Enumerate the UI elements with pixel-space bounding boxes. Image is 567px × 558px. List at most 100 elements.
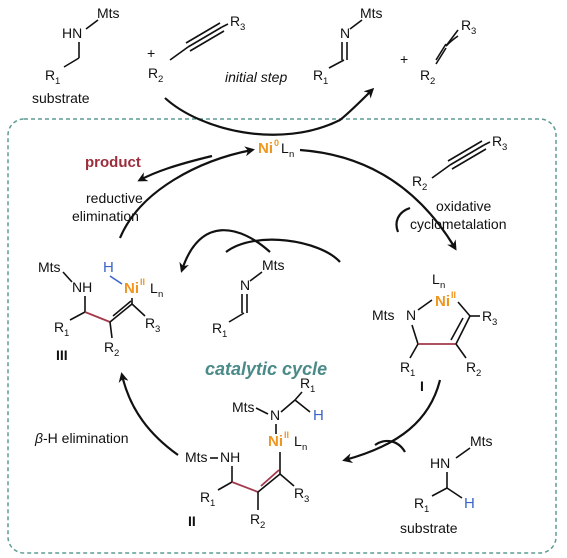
svg-text:R: R: [145, 315, 155, 331]
svg-text:R: R: [250, 511, 260, 527]
catalytic-cycle-title: catalytic cycle: [205, 359, 327, 379]
svg-text:R: R: [212, 320, 222, 336]
svg-text:1: 1: [222, 329, 227, 340]
svg-text:0: 0: [274, 138, 279, 148]
svg-text:Mts: Mts: [360, 5, 383, 21]
intermediate-II: Mts N R 1 H Ni II L n Mts NH R 1 R 3 R 2…: [185, 375, 324, 531]
product-label: product: [85, 154, 141, 171]
reductive-label-2: elimination: [72, 208, 139, 224]
svg-text:R: R: [200, 489, 210, 505]
svg-text:1: 1: [210, 498, 215, 509]
svg-text:NH: NH: [72, 279, 92, 295]
arrow-I-to-II: [342, 379, 442, 463]
arrow-alkyne-in: [395, 206, 411, 233]
svg-text:Ni: Ni: [124, 280, 139, 297]
svg-text:2: 2: [158, 74, 163, 85]
svg-text:1: 1: [424, 504, 429, 515]
svg-text:Ni: Ni: [258, 140, 273, 157]
alkyne-right: R 3 R 2: [412, 133, 507, 193]
svg-text:R: R: [313, 67, 323, 83]
svg-text:Mts: Mts: [232, 399, 255, 415]
svg-text:2: 2: [430, 76, 435, 87]
arrow-substrate-in: [374, 439, 406, 453]
svg-text:3: 3: [240, 22, 245, 33]
svg-text:Ni: Ni: [268, 433, 283, 450]
svg-text:Mts: Mts: [470, 433, 493, 449]
svg-text:1: 1: [310, 384, 315, 395]
svg-text:R: R: [300, 375, 310, 391]
svg-text:R: R: [148, 65, 158, 81]
r1-label: R: [45, 67, 55, 83]
alkene-product-top: R 3 R 2: [420, 17, 476, 87]
svg-text:R: R: [414, 495, 424, 511]
svg-text:1: 1: [323, 76, 328, 87]
svg-text:3: 3: [471, 26, 476, 37]
plus-sign: +: [147, 45, 155, 61]
plus-sign-2: +: [400, 51, 408, 67]
imine-intermediate: Mts N R 1: [212, 257, 285, 340]
svg-text:n: n: [440, 280, 445, 291]
intermediate-I: L n Ni II Mts N R 3 R 1 R 2 I: [372, 271, 497, 394]
svg-text:1: 1: [55, 76, 60, 87]
svg-text:Mts: Mts: [262, 257, 285, 273]
svg-text:II: II: [284, 430, 289, 440]
arrow-ni0-to-I: [299, 148, 457, 251]
svg-text:N: N: [270, 407, 280, 423]
label-I: I: [420, 378, 424, 394]
substrate-amine-bottom: Mts HN R 1 H substrate: [400, 433, 493, 536]
initial-step-label: initial step: [225, 69, 287, 85]
svg-text:NH: NH: [220, 449, 240, 465]
svg-text:L: L: [281, 140, 289, 156]
svg-text:Mts: Mts: [372, 307, 395, 323]
alkyne-top: R 3 R 2: [148, 13, 245, 85]
svg-text:R: R: [294, 485, 304, 501]
svg-text:Mts: Mts: [38, 259, 61, 275]
svg-text:H: H: [313, 407, 324, 424]
cycle-frame: [7, 118, 557, 554]
mts-label: Mts: [97, 5, 120, 21]
reductive-label-1: reductive: [86, 190, 143, 206]
svg-text:N: N: [406, 307, 416, 323]
svg-text:N: N: [240, 277, 250, 293]
svg-text:Ni: Ni: [435, 293, 450, 310]
svg-text:2: 2: [476, 368, 481, 379]
svg-text:L: L: [150, 280, 158, 296]
svg-text:L: L: [432, 271, 440, 287]
nh-label: HN: [62, 25, 82, 41]
svg-text:3: 3: [304, 494, 309, 505]
svg-text:3: 3: [492, 317, 497, 328]
svg-text:R: R: [420, 67, 430, 83]
svg-text:R: R: [466, 359, 476, 375]
svg-text:R: R: [412, 173, 422, 189]
beta-h-label: β-H elimination: [34, 430, 129, 446]
substrate-label-bottom: substrate: [400, 520, 458, 536]
arrow-III-to-ni0: [118, 146, 255, 239]
substrate-label-top: substrate: [32, 90, 90, 106]
label-II: II: [188, 513, 196, 529]
ni0-catalyst: Ni 0 L n: [258, 138, 294, 160]
svg-text:n: n: [302, 442, 307, 453]
svg-text:n: n: [289, 149, 294, 160]
arrow-imine-branch: [225, 238, 341, 263]
svg-text:3: 3: [502, 142, 507, 153]
svg-text:R: R: [400, 359, 410, 375]
oxidative-label-1: oxidative: [436, 198, 491, 214]
initial-step-arrow: [164, 87, 375, 136]
svg-text:1: 1: [64, 328, 69, 339]
svg-text:II: II: [140, 277, 145, 287]
svg-text:R: R: [461, 17, 471, 33]
svg-text:n: n: [158, 289, 163, 300]
svg-text:R: R: [230, 13, 240, 29]
svg-text:II: II: [451, 290, 456, 300]
oxidative-label-2: cyclometalation: [410, 216, 507, 232]
substrate-amine-top: Mts HN R 1 substrate: [32, 5, 120, 106]
arrow-II-to-III: [118, 372, 179, 456]
svg-text:L: L: [294, 433, 302, 449]
svg-text:2: 2: [114, 348, 119, 359]
svg-text:3: 3: [155, 324, 160, 335]
svg-text:R: R: [104, 339, 114, 355]
svg-text:H: H: [103, 259, 114, 276]
svg-text:2: 2: [422, 182, 427, 193]
svg-text:N: N: [340, 25, 350, 41]
